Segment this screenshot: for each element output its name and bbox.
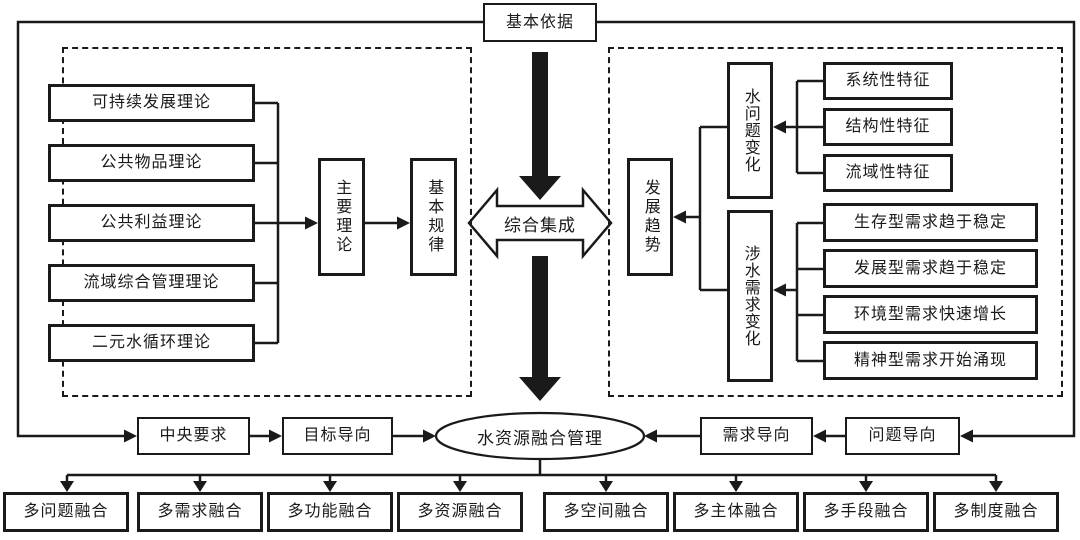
node-feature-systemic: 系统性特征 — [823, 62, 953, 100]
integration-double-arrow — [467, 186, 613, 260]
node-fusion-functions: 多功能融合 — [267, 492, 393, 532]
node-fusion-means: 多手段融合 — [803, 492, 929, 532]
node-demand-oriented: 需求导向 — [700, 417, 813, 455]
node-fusion-demands: 多需求融合 — [137, 492, 263, 532]
integration-label: 综合集成 — [504, 215, 576, 235]
node-basic-law: 基本规律 — [410, 158, 457, 276]
fusion-bus — [65, 459, 998, 481]
node-fusion-spaces: 多空间融合 — [543, 492, 669, 532]
node-theory-watershed-management: 流域综合管理理论 — [48, 264, 255, 302]
node-feature-structural: 结构性特征 — [823, 108, 953, 146]
node-fusion-resources: 多资源融合 — [397, 492, 523, 532]
node-feature-watershed: 流域性特征 — [823, 154, 953, 192]
node-theory-public-interest: 公共利益理论 — [48, 204, 255, 242]
demand-bus — [786, 221, 823, 363]
node-fusion-subjects: 多主体融合 — [673, 492, 799, 532]
right-trend-panel — [608, 47, 1063, 397]
node-theory-dual-water-cycle: 二元水循环理论 — [48, 324, 255, 362]
node-fusion-institutions: 多制度融合 — [933, 492, 1059, 532]
node-main-theory: 主要理论 — [318, 158, 365, 276]
node-development-trend: 发展趋势 — [627, 158, 673, 276]
node-basic-basis: 基本依据 — [483, 3, 597, 42]
arrowheads — [60, 120, 1003, 492]
node-central-requirement: 中央要求 — [137, 417, 250, 455]
frame-left-line — [16, 20, 483, 438]
node-water-demand-change: 涉水需求变化 — [727, 210, 773, 382]
node-fusion-problems: 多问题融合 — [3, 492, 129, 532]
node-theory-public-goods: 公共物品理论 — [48, 144, 255, 182]
node-demand-spiritual: 精神型需求开始涌现 — [823, 341, 1038, 380]
node-hub-label: 水资源融合管理 — [477, 428, 603, 448]
feature-bus — [786, 79, 823, 175]
node-demand-development: 发展型需求趋于稳定 — [823, 249, 1038, 288]
node-demand-environmental: 环境型需求快速增长 — [823, 295, 1038, 334]
node-goal-oriented: 目标导向 — [282, 417, 393, 455]
node-demand-survival: 生存型需求趋于稳定 — [823, 203, 1038, 242]
flow-arrow-bottom — [519, 256, 561, 401]
node-theory-sustainable-development: 可持续发展理论 — [48, 84, 255, 122]
node-problem-oriented: 问题导向 — [845, 417, 960, 455]
flow-arrow-top — [519, 52, 561, 200]
frame-right-line — [597, 20, 1076, 438]
node-water-problem-change: 水问题变化 — [727, 62, 773, 199]
theory-bus — [255, 101, 306, 345]
trend-bus — [686, 125, 727, 292]
